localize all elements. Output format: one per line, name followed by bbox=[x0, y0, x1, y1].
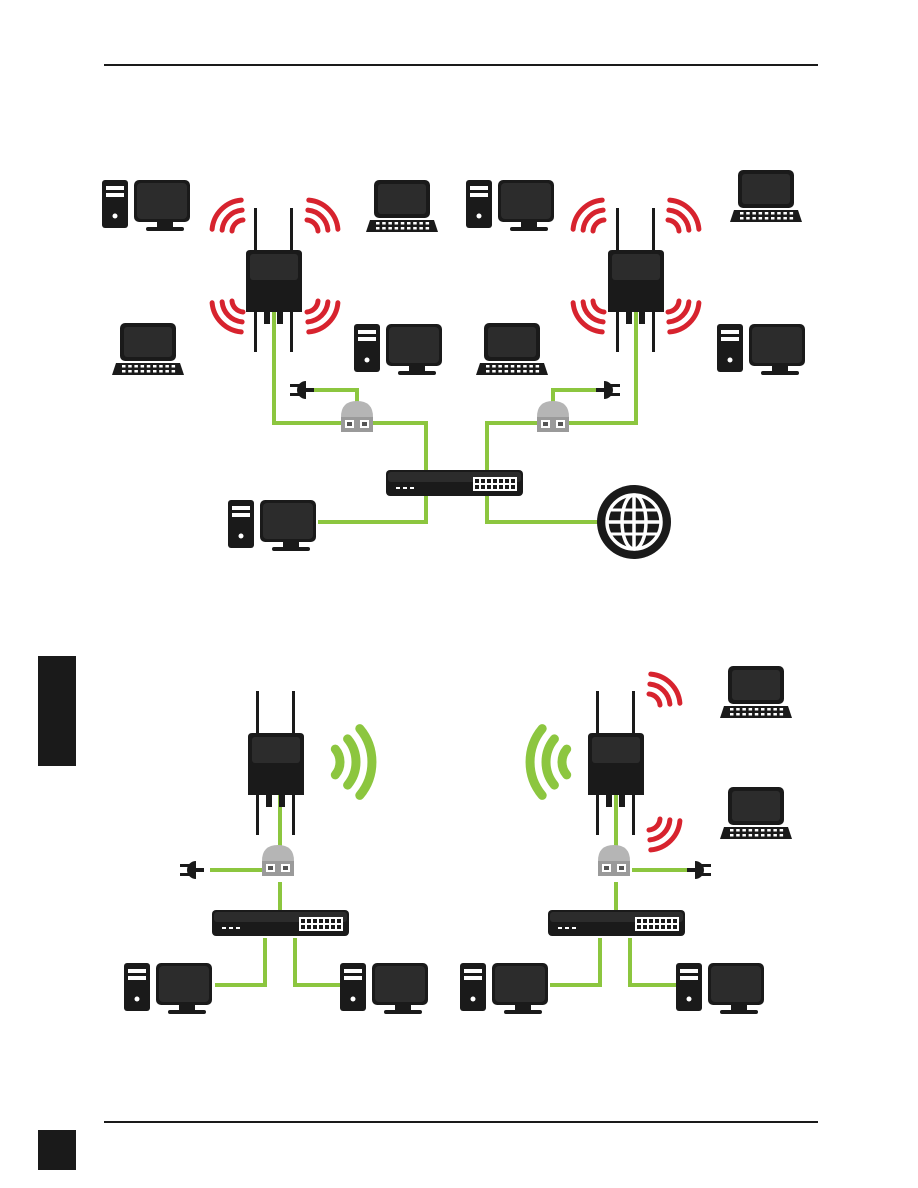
laptop-icon bbox=[112, 323, 184, 375]
desktop-icon bbox=[124, 963, 212, 1014]
desktop-icon bbox=[102, 180, 190, 231]
wireless-signal-icon bbox=[212, 200, 243, 231]
desktop-icon bbox=[340, 963, 428, 1014]
laptop-icon bbox=[366, 180, 438, 232]
globe-icon bbox=[597, 485, 671, 559]
power-plug-icon bbox=[290, 381, 314, 399]
poe-injector-icon bbox=[262, 845, 294, 876]
desktop-icon bbox=[466, 180, 554, 231]
laptop-icon bbox=[720, 666, 792, 718]
laptop-icon bbox=[730, 170, 802, 222]
wireless-signal-icon bbox=[668, 200, 699, 231]
desktop-icon bbox=[460, 963, 548, 1014]
wireless-signal-icon bbox=[307, 301, 338, 332]
wireless-signal-icon bbox=[573, 200, 604, 231]
power-plug-icon bbox=[687, 861, 711, 879]
network-switch-icon bbox=[386, 470, 523, 496]
desktop-icon bbox=[717, 324, 805, 375]
ethernet-cable bbox=[215, 938, 265, 985]
network-switch-icon bbox=[548, 910, 685, 936]
poe-injector-icon bbox=[537, 401, 569, 432]
desktop-icon bbox=[228, 500, 316, 551]
laptop-icon bbox=[476, 323, 548, 375]
power-plug-icon bbox=[180, 861, 204, 879]
wireless-signal-icon bbox=[212, 301, 243, 332]
wireless-signal-icon bbox=[335, 729, 372, 796]
desktop-icon bbox=[676, 963, 764, 1014]
ethernet-cable bbox=[487, 496, 600, 522]
wireless-signal-icon bbox=[649, 674, 680, 705]
poe-injector-icon bbox=[598, 845, 630, 876]
ethernet-cable bbox=[487, 423, 537, 470]
wireless-signal-icon bbox=[668, 301, 699, 332]
ethernet-cable bbox=[295, 938, 340, 985]
cable-layer bbox=[210, 300, 688, 985]
wireless-signal-icon bbox=[573, 301, 604, 332]
laptop-icon bbox=[720, 787, 792, 839]
ethernet-cable bbox=[550, 938, 600, 985]
ethernet-cable bbox=[630, 938, 676, 985]
desktop-icon bbox=[354, 324, 442, 375]
power-plug-icon bbox=[596, 381, 620, 399]
wireless-signal-icon bbox=[307, 200, 338, 231]
wireless-signal-icon bbox=[649, 819, 680, 850]
network-switch-icon bbox=[212, 910, 349, 936]
ethernet-cable bbox=[318, 496, 426, 522]
poe-injector-icon bbox=[341, 401, 373, 432]
access-point-icon bbox=[248, 691, 304, 835]
wireless-signal-icon bbox=[530, 729, 567, 796]
ethernet-cable bbox=[373, 423, 426, 470]
